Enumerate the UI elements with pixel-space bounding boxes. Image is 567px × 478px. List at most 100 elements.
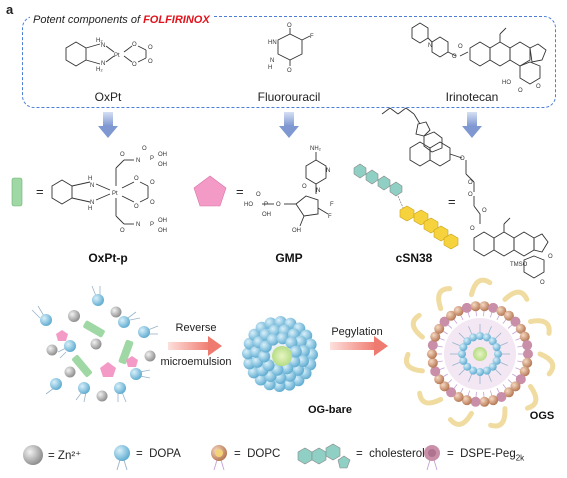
fluorouracil-label: Fluorouracil — [258, 90, 321, 104]
ogs-particle — [403, 277, 556, 429]
csn38-equals: = — [448, 194, 456, 209]
svg-text:OH: OH — [292, 228, 301, 234]
oxpt-p-label: OxPt-p — [88, 251, 127, 265]
legend-dspe-label: DSPE-Peg — [460, 448, 516, 460]
svg-text:O: O — [518, 88, 523, 94]
svg-text:OH: OH — [158, 152, 167, 158]
svg-text:O: O — [276, 202, 281, 208]
scattered-components — [31, 285, 159, 403]
svg-text:O: O — [482, 208, 487, 214]
dopa-sphere — [285, 336, 298, 349]
svg-text:O: O — [452, 54, 457, 60]
oxpt-structure — [65, 41, 147, 67]
svg-text:O: O — [256, 192, 261, 198]
dopa-sphere — [243, 337, 256, 350]
svg-text:O: O — [142, 146, 147, 152]
dopa-sphere — [258, 350, 271, 363]
microemulsion-label: microemulsion — [156, 356, 236, 369]
svg-text:O: O — [132, 42, 137, 48]
arrow-pegylation — [330, 336, 388, 356]
tmso-label: TMSO — [510, 262, 528, 268]
svg-text:H: H — [88, 176, 92, 182]
dopa-sphere — [262, 359, 275, 372]
svg-text:O: O — [468, 192, 473, 198]
irinotecan-label: Irinotecan — [446, 90, 499, 104]
down-arrow-irinotecan — [462, 112, 482, 138]
folfirinox-box — [22, 16, 556, 108]
svg-text:O: O — [120, 152, 125, 158]
svg-text:OH: OH — [158, 228, 167, 234]
svg-text:O: O — [287, 68, 292, 74]
legend-dspe-sub: 2k — [515, 453, 525, 463]
legend-symbols — [23, 443, 440, 471]
svg-text:F: F — [330, 202, 334, 208]
arrow-reverse-microemulsion — [168, 336, 222, 356]
svg-text:O: O — [148, 59, 153, 65]
dopa-sphere — [294, 335, 307, 348]
svg-text:O: O — [287, 23, 292, 29]
svg-text:O: O — [132, 62, 137, 68]
legend-cholesterol-label: cholesterol — [369, 448, 425, 460]
svg-text:P: P — [150, 156, 154, 162]
svg-text:N: N — [101, 43, 105, 49]
step1-line1: Reverse — [175, 322, 217, 334]
svg-text:O: O — [470, 226, 475, 232]
dopa-sphere — [296, 355, 309, 368]
legend-cholesterol-text: = cholesterol — [356, 448, 425, 460]
box-title-highlight: FOLFIRINOX — [143, 14, 210, 26]
csn38-sn38-icon — [399, 205, 459, 250]
legend-dopc-label: DOPC — [247, 448, 281, 460]
ogs-label: OGS — [529, 410, 555, 422]
legend-dspe-text: = DSPE-Peg2k — [447, 448, 525, 463]
gmp-label: GMP — [275, 251, 302, 265]
svg-text:Pt: Pt — [112, 191, 118, 197]
svg-text:H₂: H₂ — [96, 38, 103, 44]
oxpt-p-structure — [51, 159, 149, 225]
svg-text:O: O — [460, 156, 465, 162]
gmp-symbol — [193, 175, 227, 207]
csn38-structure — [381, 107, 549, 279]
svg-text:HO: HO — [502, 80, 511, 86]
svg-text:O: O — [548, 254, 553, 260]
csn38-cholesterol-icon — [353, 163, 403, 197]
oxpt-p-symbol — [11, 177, 23, 207]
svg-text:F: F — [328, 214, 332, 220]
svg-text:H: H — [268, 65, 272, 71]
svg-text:OH: OH — [262, 212, 271, 218]
fluorouracil-structure — [277, 28, 311, 66]
panel-label: a — [6, 2, 14, 17]
svg-text:HN: HN — [268, 40, 277, 46]
svg-text:N: N — [326, 168, 330, 174]
dopa-sphere — [268, 324, 281, 337]
svg-text:P: P — [150, 222, 154, 228]
dopa-sphere — [266, 333, 279, 346]
svg-text:N: N — [270, 58, 274, 64]
og-bare-label: OG-bare — [307, 404, 352, 416]
box-title-prefix: Potent components of — [33, 14, 144, 26]
svg-text:O: O — [150, 180, 155, 186]
svg-text:HO: HO — [244, 202, 253, 208]
svg-text:H₂: H₂ — [96, 67, 103, 73]
svg-text:O: O — [468, 180, 473, 186]
down-arrow-oxpt — [98, 112, 118, 138]
legend-zn-label: Zn²⁺ — [57, 450, 82, 462]
svg-text:O: O — [148, 45, 153, 51]
svg-text:N: N — [90, 183, 94, 189]
down-arrow-fluorouracil — [279, 112, 299, 138]
irinotecan-structure — [411, 22, 547, 85]
svg-text:N: N — [136, 222, 140, 228]
legend-dopa-text: = DOPA — [136, 448, 181, 460]
svg-text:N: N — [90, 200, 94, 206]
svg-text:H: H — [88, 206, 92, 212]
gmp-structure — [262, 152, 329, 227]
legend-dopc-text: = DOPC — [234, 448, 281, 460]
dopa-sphere — [289, 345, 302, 358]
svg-text:NH₂: NH₂ — [310, 146, 322, 152]
svg-text:N: N — [316, 188, 320, 194]
svg-text:N: N — [136, 158, 140, 164]
svg-text:O: O — [134, 204, 139, 210]
svg-text:N: N — [428, 43, 432, 49]
svg-text:OH: OH — [158, 218, 167, 224]
pegylation-label: Pegylation — [331, 326, 383, 338]
